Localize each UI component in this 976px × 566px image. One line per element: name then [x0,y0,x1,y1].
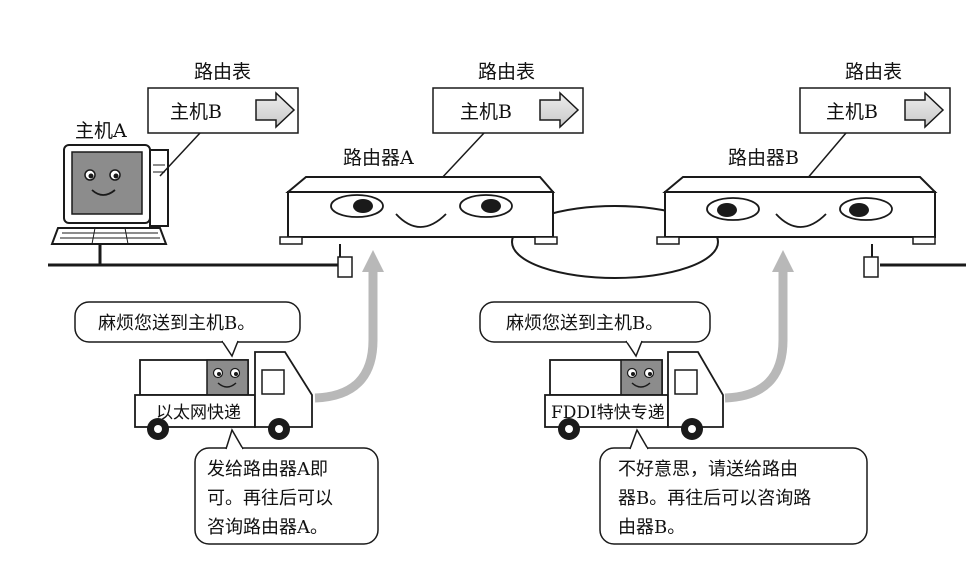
right-reply-bubble [599,428,868,545]
route-table-entry-1: 主机B [170,101,222,123]
route-table-host-a [147,87,299,177]
left-reply-bubble [194,428,379,545]
host-a-computer [50,144,169,265]
forward-arrow-to-router-b [724,250,794,403]
right-request-text: 麻烦您送到主机B。 [506,313,663,334]
route-table-entry-3: 主机B [826,101,878,123]
left-request-text: 麻烦您送到主机B。 [98,313,255,334]
right-request-bubble [479,301,711,358]
router-a-label: 路由器A [343,147,414,169]
route-table-title-3: 路由表 [845,61,902,83]
route-table-entry-2: 主机B [460,101,512,123]
keyboard [50,227,168,245]
forward-arrow-to-router-a [314,250,384,403]
pc-tower [149,149,169,227]
fddi-truck [544,351,724,440]
fddi-ring [511,205,719,279]
ethernet-truck-label: 以太网快递 [156,403,241,423]
route-table-router-b [799,87,951,181]
right-reply-line-1: 不好意思，请送给路由 [618,459,798,480]
left-reply-line-1: 发给路由器A即 [207,459,328,480]
fddi-truck-label: FDDI特快专递 [551,403,665,423]
left-reply-line-2: 可。再往后可以 [207,488,333,509]
host-a-label: 主机A [75,120,127,142]
right-reply-line-2: 器B。再往后可以咨询路 [618,488,811,509]
route-table-router-a [432,87,584,181]
route-table-title-1: 路由表 [194,61,251,83]
router-a [279,176,558,278]
right-reply-line-3: 由器B。 [618,517,685,538]
ethernet-truck [134,351,313,440]
left-reply-line-3: 咨询路由器A。 [207,517,328,538]
router-b [656,176,938,278]
route-table-title-2: 路由表 [478,61,535,83]
router-b-label: 路由器B [728,147,799,169]
monitor-screen [71,151,143,215]
left-request-bubble [74,301,301,358]
